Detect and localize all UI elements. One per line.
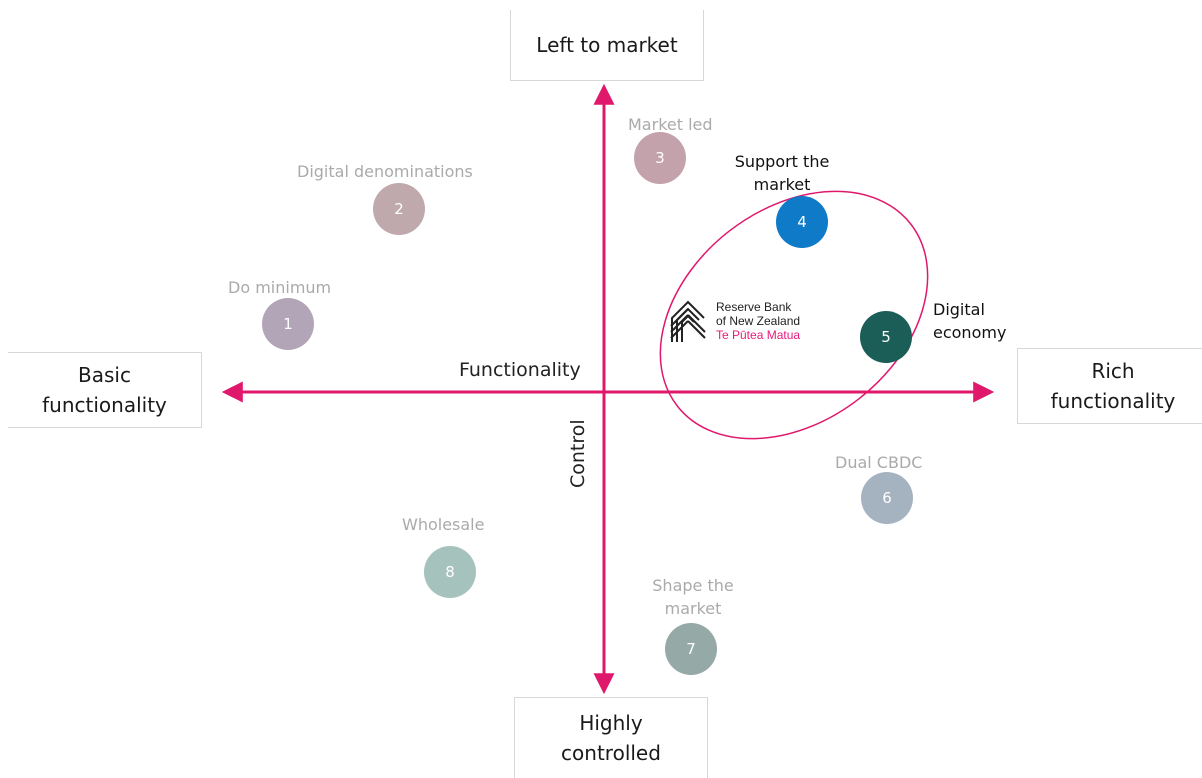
option-3-marker: 3 <box>634 132 686 184</box>
option-5-marker: 5 <box>860 311 912 363</box>
reserve-bank-emblem-icon <box>670 300 706 342</box>
reserve-bank-logo: Reserve Bank of New Zealand Te Pūtea Mat… <box>668 298 800 344</box>
option-6-label: Dual CBDC <box>835 453 923 472</box>
axis-box-bottom: Highly controlled <box>514 697 708 778</box>
option-2-label: Digital denominations <box>297 162 473 181</box>
option-5-label: Digital economy <box>933 300 1007 342</box>
logo-line-3: Te Pūtea Matua <box>716 328 801 342</box>
highlight-ellipse <box>659 190 929 440</box>
option-1-label: Do minimum <box>228 278 332 297</box>
horizontal-axis-label: Functionality <box>459 359 581 381</box>
option-7-label: Shape the market <box>652 576 734 618</box>
vertical-axis-label: Control <box>567 419 589 488</box>
option-6-marker: 6 <box>861 472 913 524</box>
axis-right-label: Rich functionality <box>1050 359 1176 413</box>
axis-bottom-label: Highly controlled <box>561 711 661 765</box>
option-8-marker: 8 <box>424 546 476 598</box>
option-3-label: Market led <box>628 115 713 134</box>
axis-box-right: Rich functionality <box>1017 348 1202 424</box>
option-1-marker: 1 <box>262 298 314 350</box>
reserve-bank-wordmark: Reserve Bank of New Zealand Te Pūtea Mat… <box>716 300 800 342</box>
option-2-marker: 2 <box>373 183 425 235</box>
option-7-marker: 7 <box>665 623 717 675</box>
logo-line-2: of New Zealand <box>716 314 801 328</box>
option-4-label: Support the market <box>734 152 830 194</box>
option-8-label: Wholesale <box>402 515 485 534</box>
axis-box-left: Basic functionality <box>8 352 202 428</box>
axis-box-top: Left to market <box>510 10 704 81</box>
axis-top-label: Left to market <box>536 33 678 57</box>
logo-line-1: Reserve Bank <box>716 300 792 314</box>
option-4-marker: 4 <box>776 196 828 248</box>
axis-left-label: Basic functionality <box>42 363 167 417</box>
